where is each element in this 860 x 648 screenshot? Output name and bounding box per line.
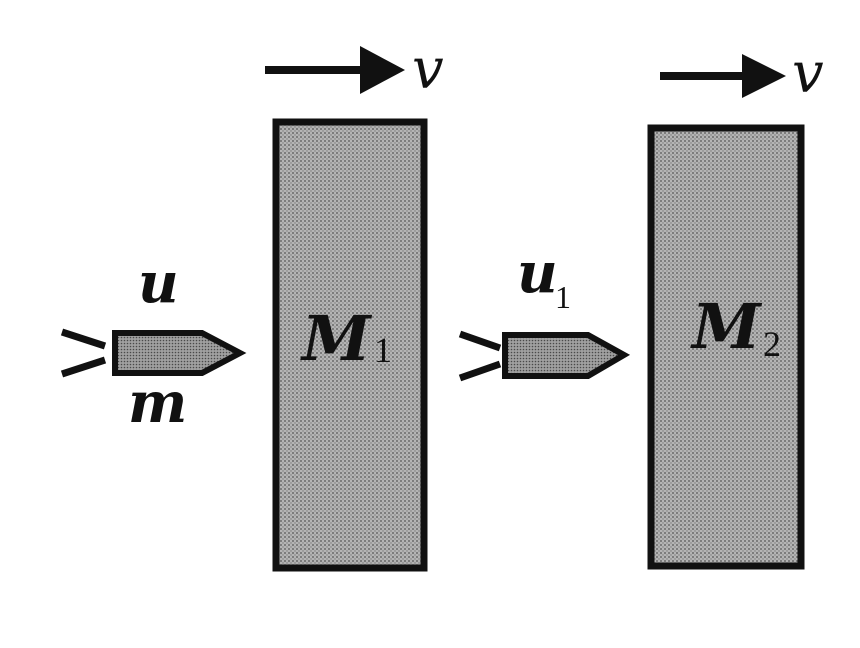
- block-m1-label: M 1: [300, 302, 392, 375]
- block-m1: [272, 118, 428, 572]
- bullet-1-speed-label: u: [138, 250, 179, 316]
- velocity-arrow-block1: [265, 46, 405, 94]
- block-m1-symbol: M: [300, 302, 373, 375]
- velocity-label-block1: v: [412, 37, 444, 102]
- velocity-label-block2: v: [792, 41, 824, 106]
- block-m1-subscript: 1: [374, 330, 392, 370]
- bullet-1-mass-label: m: [128, 370, 187, 436]
- bullet-2-speed-label: u 1: [517, 240, 571, 315]
- bullet-2: [458, 330, 631, 382]
- velocity-arrow-block2: [660, 54, 786, 98]
- bullet-2-speed-subscript: 1: [555, 279, 571, 315]
- block-m2-subscript: 2: [763, 324, 781, 364]
- block-m2-label: M 2: [690, 290, 781, 364]
- bullet-2-speed-symbol: u: [517, 240, 558, 306]
- block-m2: [647, 124, 805, 570]
- block-m2-symbol: M: [690, 290, 763, 363]
- bullet-1: [60, 328, 247, 378]
